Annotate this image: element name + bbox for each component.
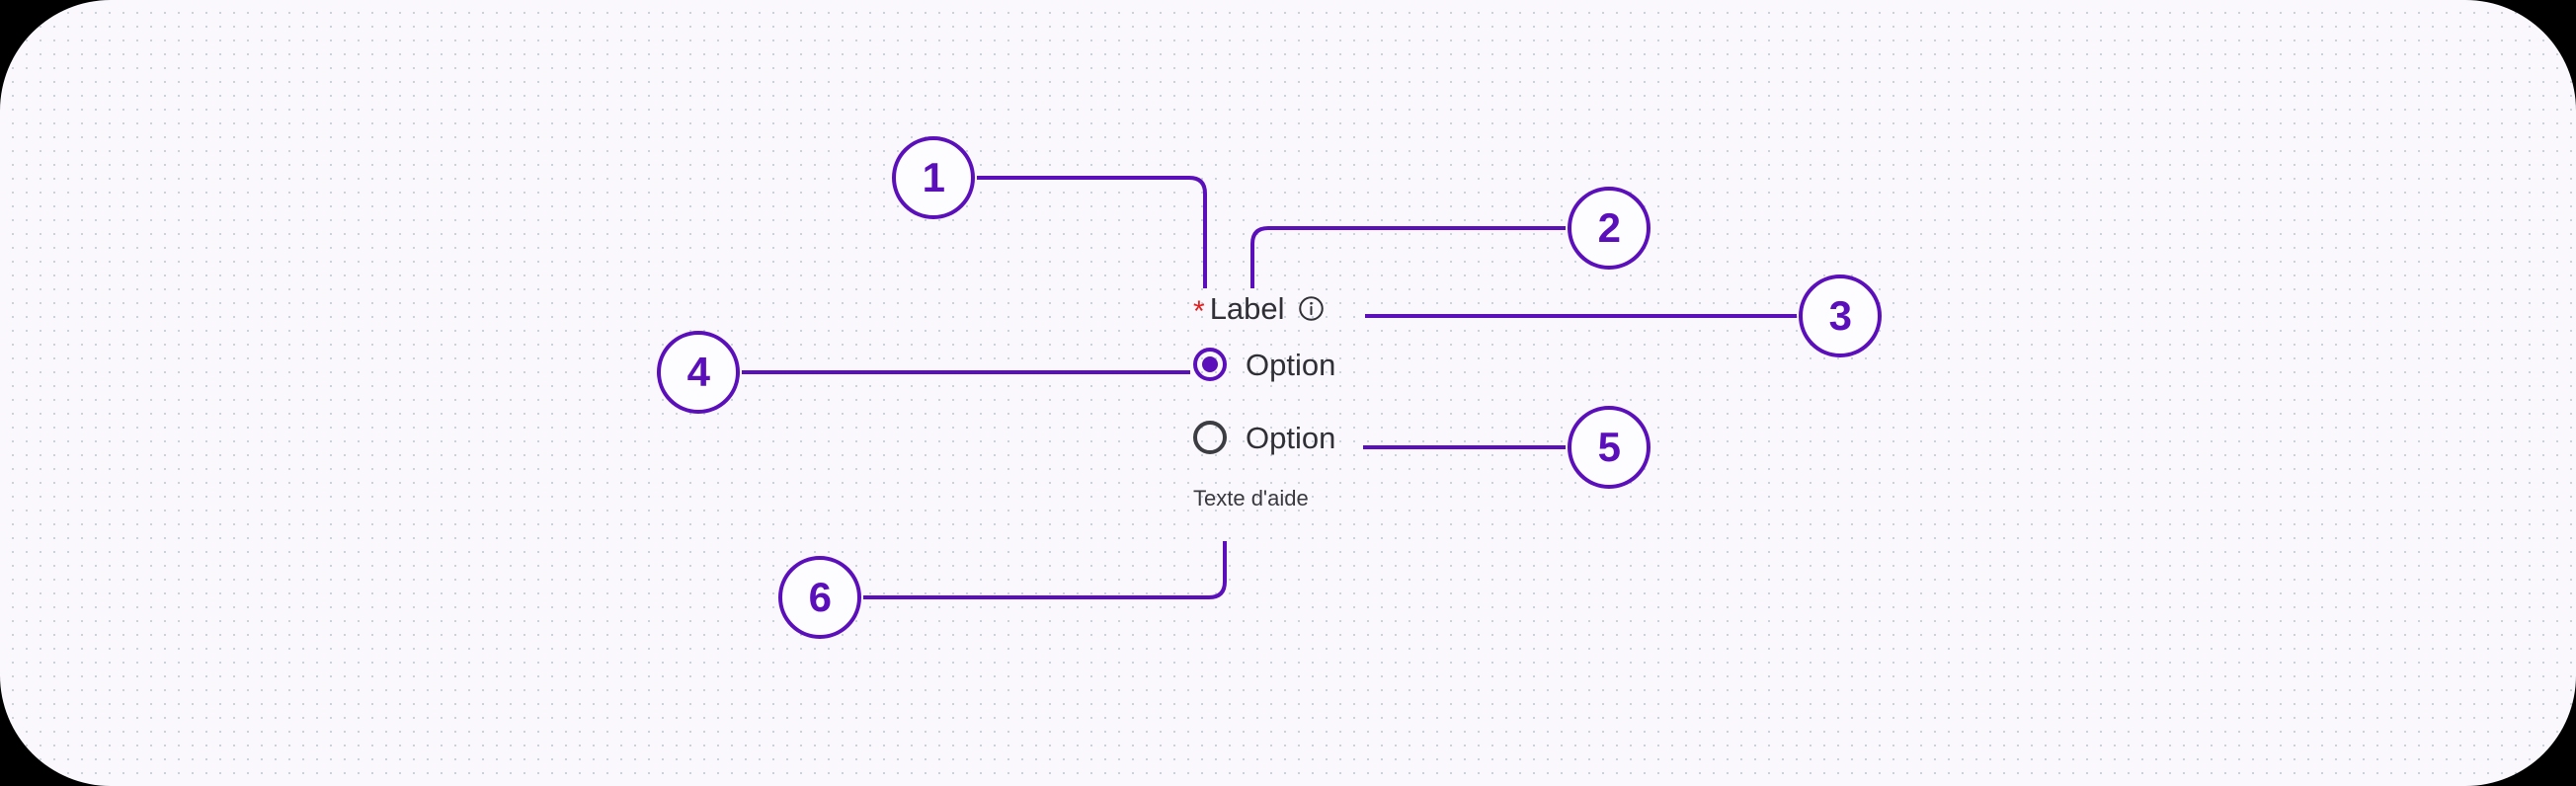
- radio-option-row-1[interactable]: Option: [1193, 342, 1608, 387]
- annotation-badge-number: 1: [922, 154, 945, 200]
- helper-text: Texte d'aide: [1193, 486, 1309, 511]
- radio-unselected[interactable]: [1193, 421, 1227, 454]
- annotation-badge-6[interactable]: 6: [778, 556, 861, 639]
- annotation-badge-number: 5: [1597, 424, 1621, 470]
- field-group-container: * Label Option Option: [1193, 288, 1608, 510]
- annotation-badge-number: 2: [1597, 204, 1621, 251]
- connector-line-1: [977, 176, 1207, 288]
- annotation-badge-5[interactable]: 5: [1568, 406, 1650, 489]
- annotation-badge-number: 4: [686, 349, 710, 395]
- annotation-badge-4[interactable]: 4: [657, 331, 740, 414]
- field-label-text: Label: [1209, 290, 1285, 326]
- radio-label: Option: [1246, 347, 1336, 382]
- radio-option-row-2[interactable]: Option: [1193, 415, 1608, 460]
- annotation-badge-1[interactable]: 1: [892, 136, 975, 219]
- radio-selected[interactable]: [1193, 348, 1227, 381]
- required-asterisk: *: [1193, 295, 1205, 328]
- annotation-badge-3[interactable]: 3: [1799, 275, 1882, 357]
- info-circle-icon[interactable]: [1298, 295, 1325, 322]
- annotation-badge-number: 6: [808, 574, 832, 620]
- connector-line-6: [863, 541, 1227, 599]
- field-label-row: * Label: [1193, 288, 1608, 328]
- annotation-badge-number: 3: [1828, 292, 1852, 339]
- radio-label: Option: [1246, 420, 1336, 455]
- annotation-badge-2[interactable]: 2: [1568, 187, 1650, 270]
- radio-inner-dot: [1202, 356, 1218, 372]
- connector-line-2: [1250, 226, 1566, 288]
